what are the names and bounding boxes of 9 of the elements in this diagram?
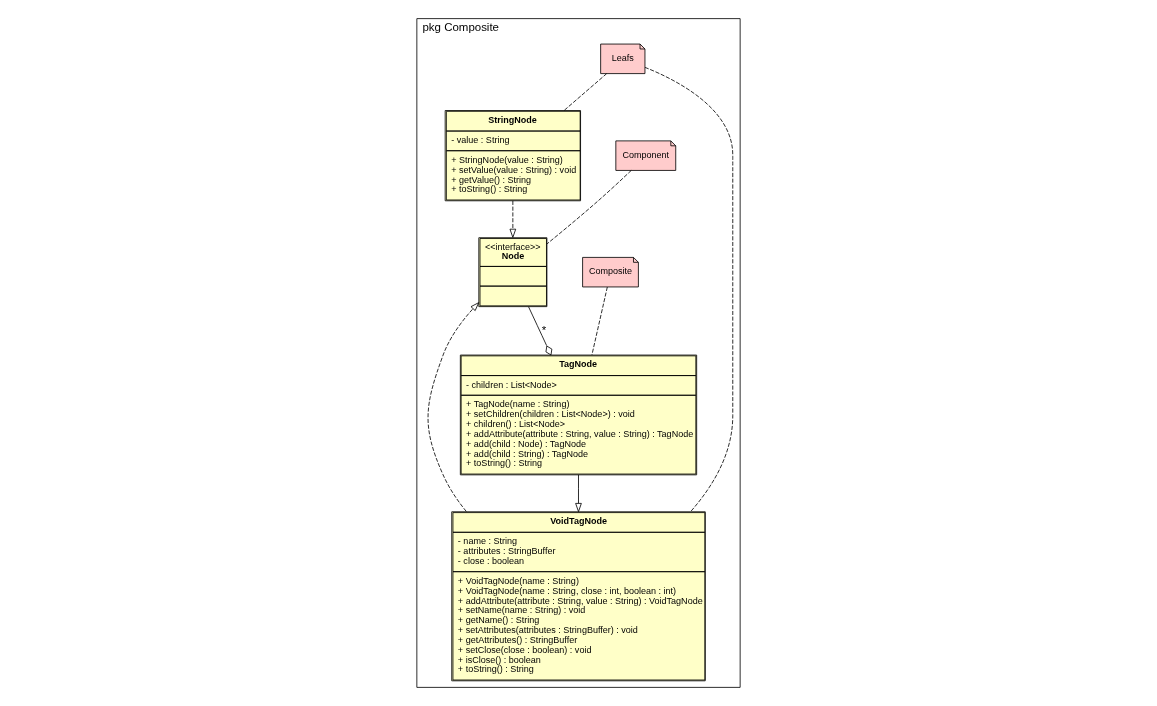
connector xyxy=(546,170,632,245)
connector xyxy=(528,306,553,356)
connector xyxy=(644,67,734,513)
connector xyxy=(591,286,608,356)
arrow xyxy=(427,302,480,512)
connector xyxy=(563,73,607,111)
arrow xyxy=(509,200,517,238)
edge-label: * xyxy=(541,323,547,336)
arrow xyxy=(575,474,582,512)
